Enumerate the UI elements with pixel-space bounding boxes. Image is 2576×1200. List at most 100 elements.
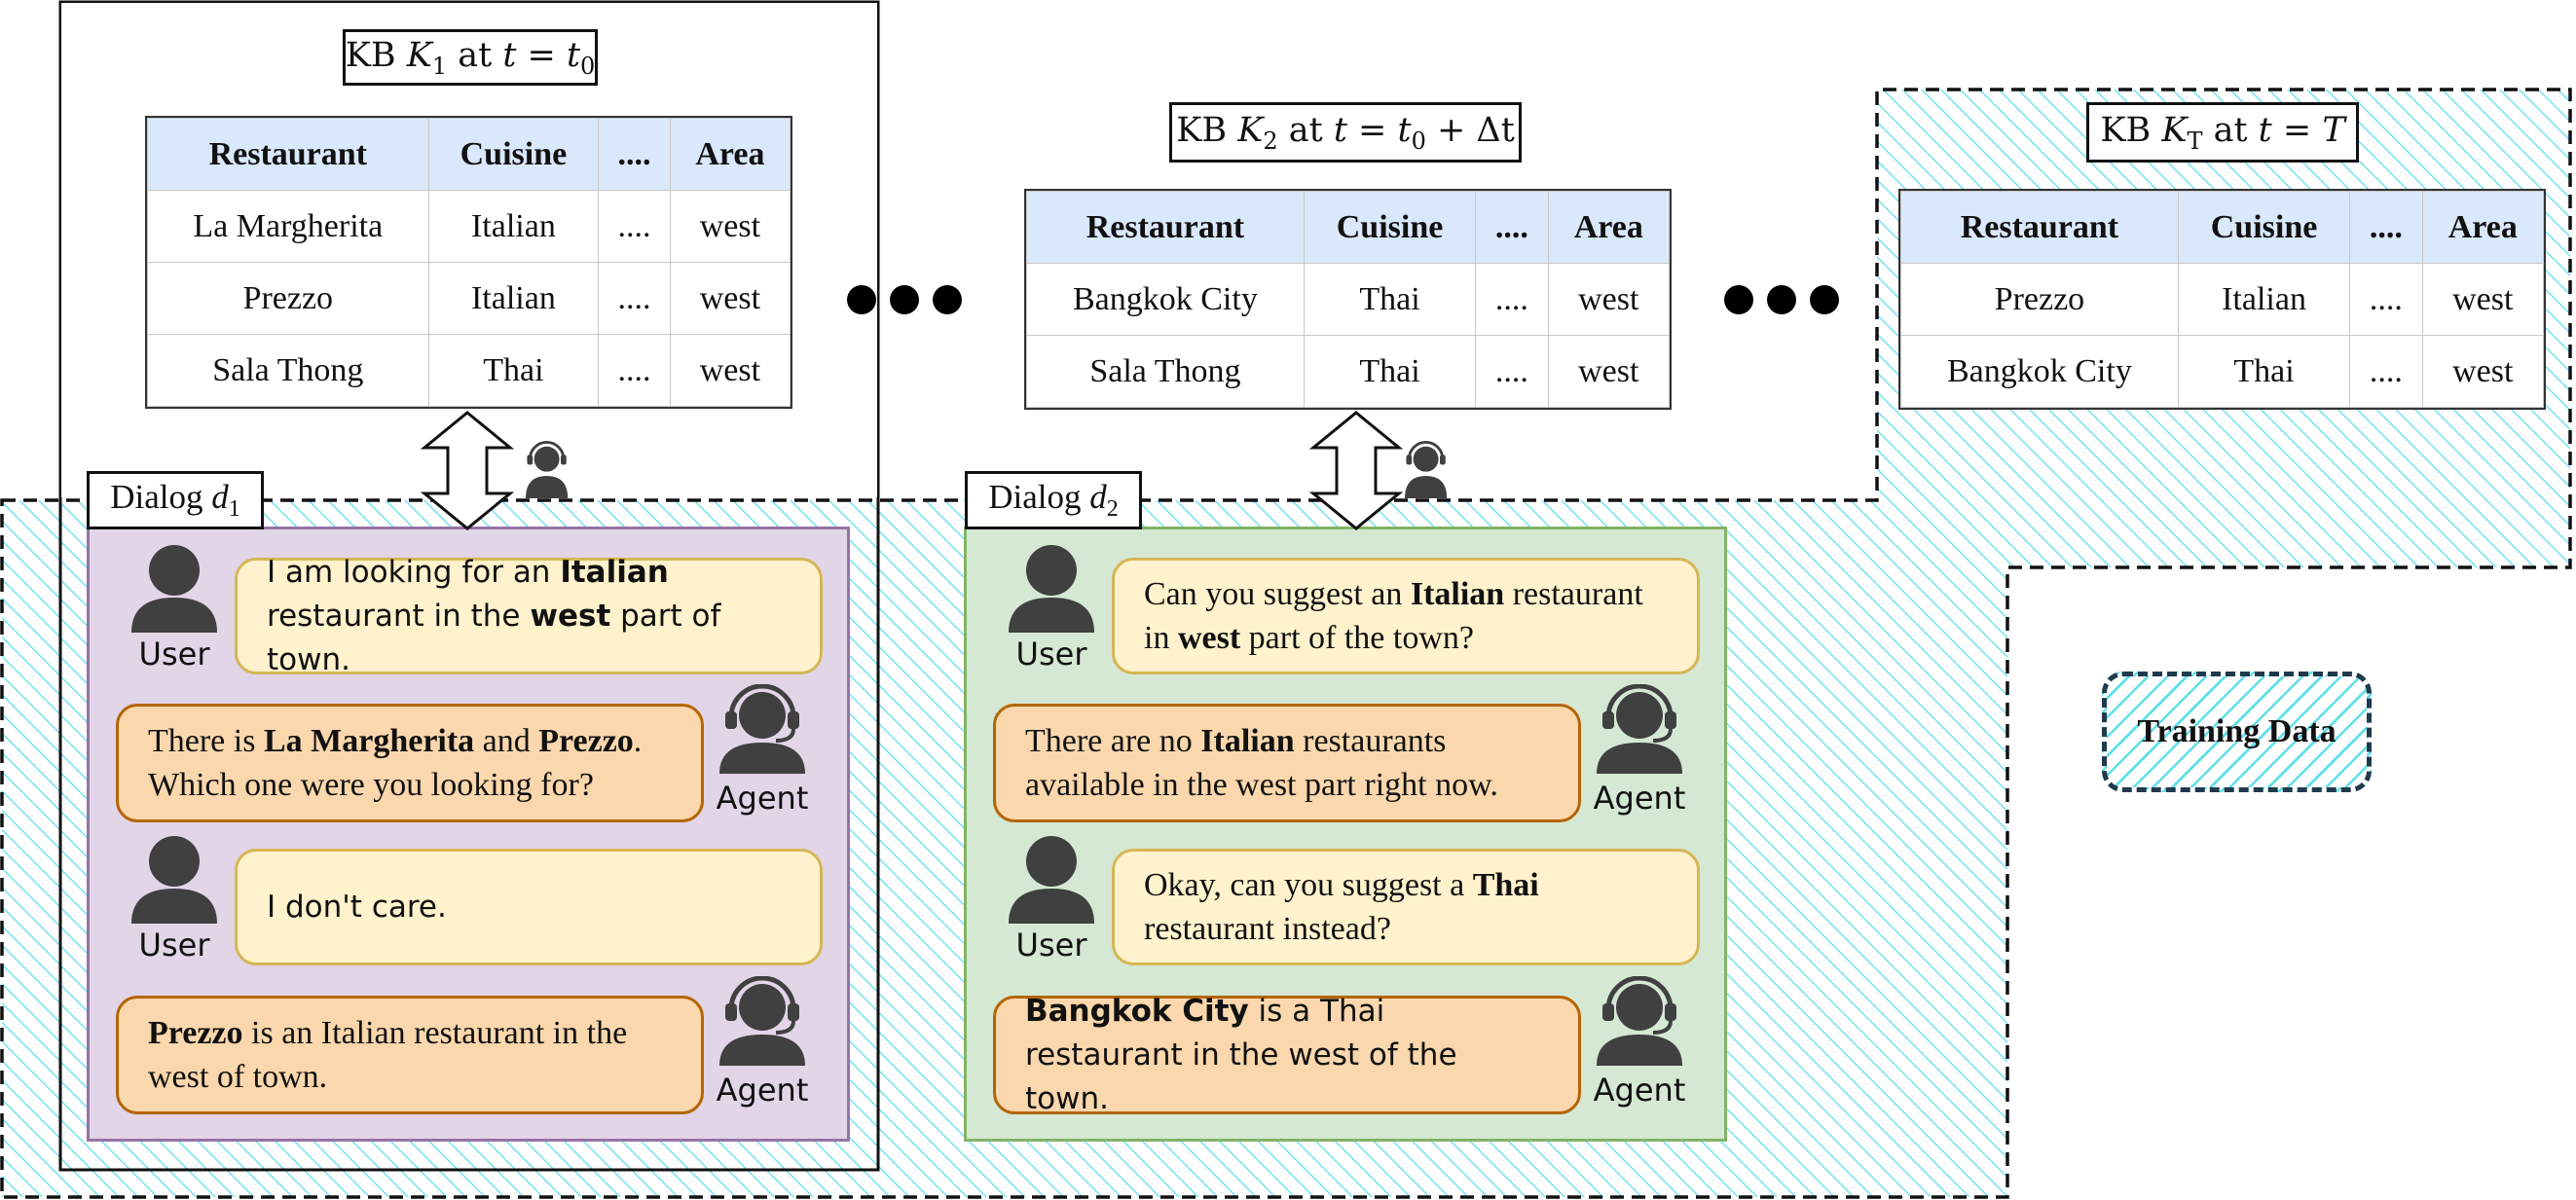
message-text: Okay, can you suggest a Thai restaurant … bbox=[1144, 863, 1668, 951]
user-role-label: User bbox=[1015, 636, 1087, 673]
kbT-title-text: KB KT at t = T bbox=[2100, 110, 2345, 155]
table-cell: Sala Thong bbox=[147, 334, 429, 407]
table-cell: Bangkok City bbox=[1026, 263, 1305, 336]
user-role-label: User bbox=[138, 927, 210, 964]
message-emphasis: Prezzo bbox=[148, 1015, 243, 1051]
kb2-title-text: KB K2 at t = t0 + Δt bbox=[1176, 110, 1515, 155]
message-text: There is La Margherita and Prezzo. Which… bbox=[148, 719, 672, 807]
dialog2-label: Dialog d2 bbox=[965, 471, 1142, 529]
agent-headset-icon bbox=[526, 441, 569, 499]
table-cell: west bbox=[2421, 335, 2545, 408]
message-emphasis: Prezzo bbox=[538, 723, 634, 759]
table-cell: west bbox=[669, 262, 791, 335]
table-cell: La Margherita bbox=[147, 190, 429, 263]
kbT-title: KB KT at t = T bbox=[2086, 102, 2359, 163]
message-fragment: Okay, can you suggest a bbox=[1144, 867, 1473, 903]
user-role-label: User bbox=[1015, 927, 1087, 964]
column-header: .... bbox=[1475, 191, 1549, 264]
training-data-legend: Training Data bbox=[2102, 672, 2372, 792]
message-text: I don't care. bbox=[267, 886, 447, 929]
user-message-bubble: I am looking for an Italian restaurant i… bbox=[235, 555, 823, 677]
dot bbox=[847, 285, 876, 314]
column-header: Area bbox=[2421, 191, 2545, 264]
table-cell: west bbox=[2421, 263, 2545, 336]
kb1-time-frame bbox=[58, 0, 880, 1172]
message-fragment: I don't care. bbox=[267, 889, 447, 925]
table-cell: west bbox=[1547, 335, 1671, 408]
user-message-bubble: I don't care. bbox=[235, 849, 823, 965]
message-fragment: I am looking for an bbox=[267, 554, 561, 590]
table-cell: west bbox=[669, 334, 791, 407]
agent-message-bubble: There is La Margherita and Prezzo. Which… bbox=[116, 704, 704, 822]
double-arrow-icon bbox=[420, 411, 515, 530]
dot bbox=[890, 285, 919, 314]
message-text: There are no Italian restaurants availab… bbox=[1025, 719, 1549, 807]
message-emphasis: west bbox=[1177, 620, 1241, 656]
user-role-label: User bbox=[138, 636, 210, 673]
column-header: Restaurant bbox=[1900, 191, 2179, 264]
message-fragment: restaurant in the bbox=[267, 598, 531, 634]
table-cell: Thai bbox=[1303, 263, 1477, 336]
double-arrow-icon bbox=[1308, 411, 1404, 530]
table-cell: Prezzo bbox=[147, 262, 429, 335]
message-emphasis: Italian bbox=[560, 554, 669, 590]
table-cell: Prezzo bbox=[1900, 263, 2179, 336]
message-fragment: and bbox=[474, 723, 539, 759]
message-emphasis: Bangkok City bbox=[1025, 993, 1249, 1029]
message-text: I am looking for an Italian restaurant i… bbox=[267, 551, 791, 682]
message-fragment: is an Italian restaurant in the west of … bbox=[148, 1015, 628, 1095]
table-cell: Bangkok City bbox=[1900, 335, 2179, 408]
agent-message-bubble: There are no Italian restaurants availab… bbox=[993, 704, 1581, 822]
message-fragment: part of the town? bbox=[1240, 620, 1474, 656]
message-emphasis: west bbox=[530, 598, 611, 634]
column-header: Restaurant bbox=[147, 118, 429, 191]
agent-role-label: Agent bbox=[1593, 780, 1686, 817]
table-cell: .... bbox=[1475, 263, 1549, 336]
agent-role-label: Agent bbox=[716, 780, 809, 817]
message-emphasis: Thai bbox=[1472, 867, 1539, 903]
message-text: Can you suggest an Italian restaurant in… bbox=[1144, 572, 1668, 660]
table-cell: Italian bbox=[427, 190, 600, 263]
column-header: Area bbox=[1547, 191, 1671, 264]
message-fragment: There is bbox=[148, 723, 264, 759]
message-fragment: restaurants available in the west part r… bbox=[1025, 723, 1498, 803]
table-cell: Sala Thong bbox=[1026, 335, 1305, 408]
table-cell: .... bbox=[2349, 335, 2423, 408]
user-message-bubble: Can you suggest an Italian restaurant in… bbox=[1112, 558, 1700, 674]
agent-message-bubble: Bangkok City is a Thai restaurant in the… bbox=[993, 993, 1581, 1116]
ellipsis-dots-1 bbox=[847, 285, 962, 314]
message-emphasis: Italian bbox=[1410, 576, 1505, 612]
message-fragment: restaurant instead? bbox=[1144, 911, 1391, 947]
message-fragment: is a Thai restaurant in the west of the … bbox=[1025, 993, 1457, 1116]
dot bbox=[1767, 285, 1796, 314]
dot bbox=[933, 285, 962, 314]
training-data-label: Training Data bbox=[2137, 713, 2337, 749]
table-cell: Italian bbox=[2177, 263, 2351, 336]
column-header: Restaurant bbox=[1026, 191, 1305, 264]
message-emphasis: Italian bbox=[1200, 723, 1295, 759]
kb2-title: KB K2 at t = t0 + Δt bbox=[1169, 102, 1522, 163]
dialog1-label: Dialog d1 bbox=[87, 471, 264, 529]
message-fragment: Can you suggest an bbox=[1144, 576, 1411, 612]
table-cell: Thai bbox=[2177, 335, 2351, 408]
table-cell: Thai bbox=[1303, 335, 1477, 408]
kb1-title: KB K1 at t = t0 bbox=[343, 29, 598, 86]
table-cell: .... bbox=[1475, 335, 1549, 408]
table-cell: .... bbox=[598, 262, 671, 335]
message-fragment: . Which one were you looking for? bbox=[148, 723, 643, 803]
agent-headset-icon bbox=[1405, 441, 1448, 499]
user-message-bubble: Okay, can you suggest a Thai restaurant … bbox=[1112, 849, 1700, 965]
